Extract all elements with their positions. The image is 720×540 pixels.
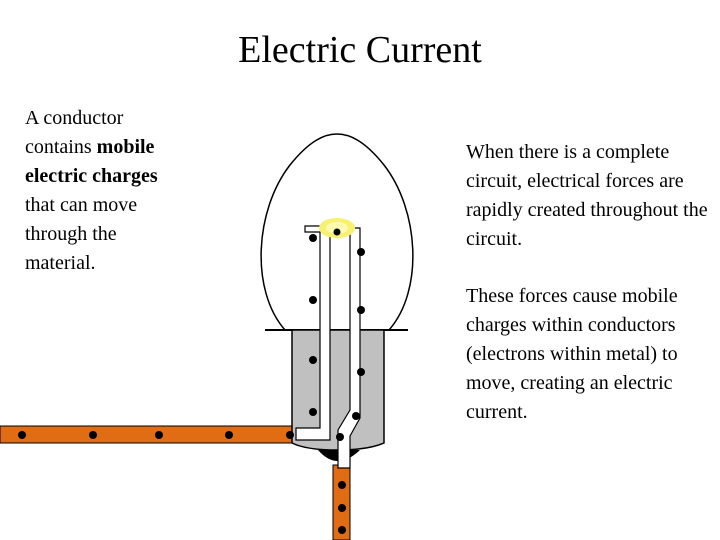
left-text-part1: A conductor contains	[25, 107, 124, 158]
left-text-part2: that can move through the material.	[25, 194, 138, 274]
charge	[18, 431, 26, 439]
filament-core	[326, 222, 348, 234]
charge	[338, 504, 346, 512]
charge	[309, 356, 317, 364]
left-text-bold: mobile electric charges	[25, 136, 158, 187]
charge	[333, 228, 341, 236]
charge	[309, 296, 317, 304]
charge	[89, 431, 97, 439]
wire-horizontal	[0, 425, 301, 444]
bulb-glass	[260, 133, 414, 331]
charge	[155, 431, 163, 439]
left-description: A conductor contains mobile electric cha…	[25, 104, 190, 278]
charge	[338, 526, 346, 534]
right-description: When there is a complete circuit, electr…	[466, 138, 716, 427]
charge	[336, 433, 344, 441]
charge	[357, 306, 365, 314]
right-paragraph-2: These forces cause mobile charges within…	[466, 285, 678, 423]
charge	[352, 412, 360, 420]
slide-title: Electric Current	[238, 29, 482, 71]
charge	[286, 431, 294, 439]
charge	[357, 368, 365, 376]
charge	[357, 248, 365, 256]
charge	[225, 431, 233, 439]
right-paragraph-1: When there is a complete circuit, electr…	[466, 141, 708, 250]
charge	[309, 408, 317, 416]
lead-wire-right	[337, 227, 361, 469]
charge	[338, 481, 346, 489]
charge	[309, 234, 317, 242]
